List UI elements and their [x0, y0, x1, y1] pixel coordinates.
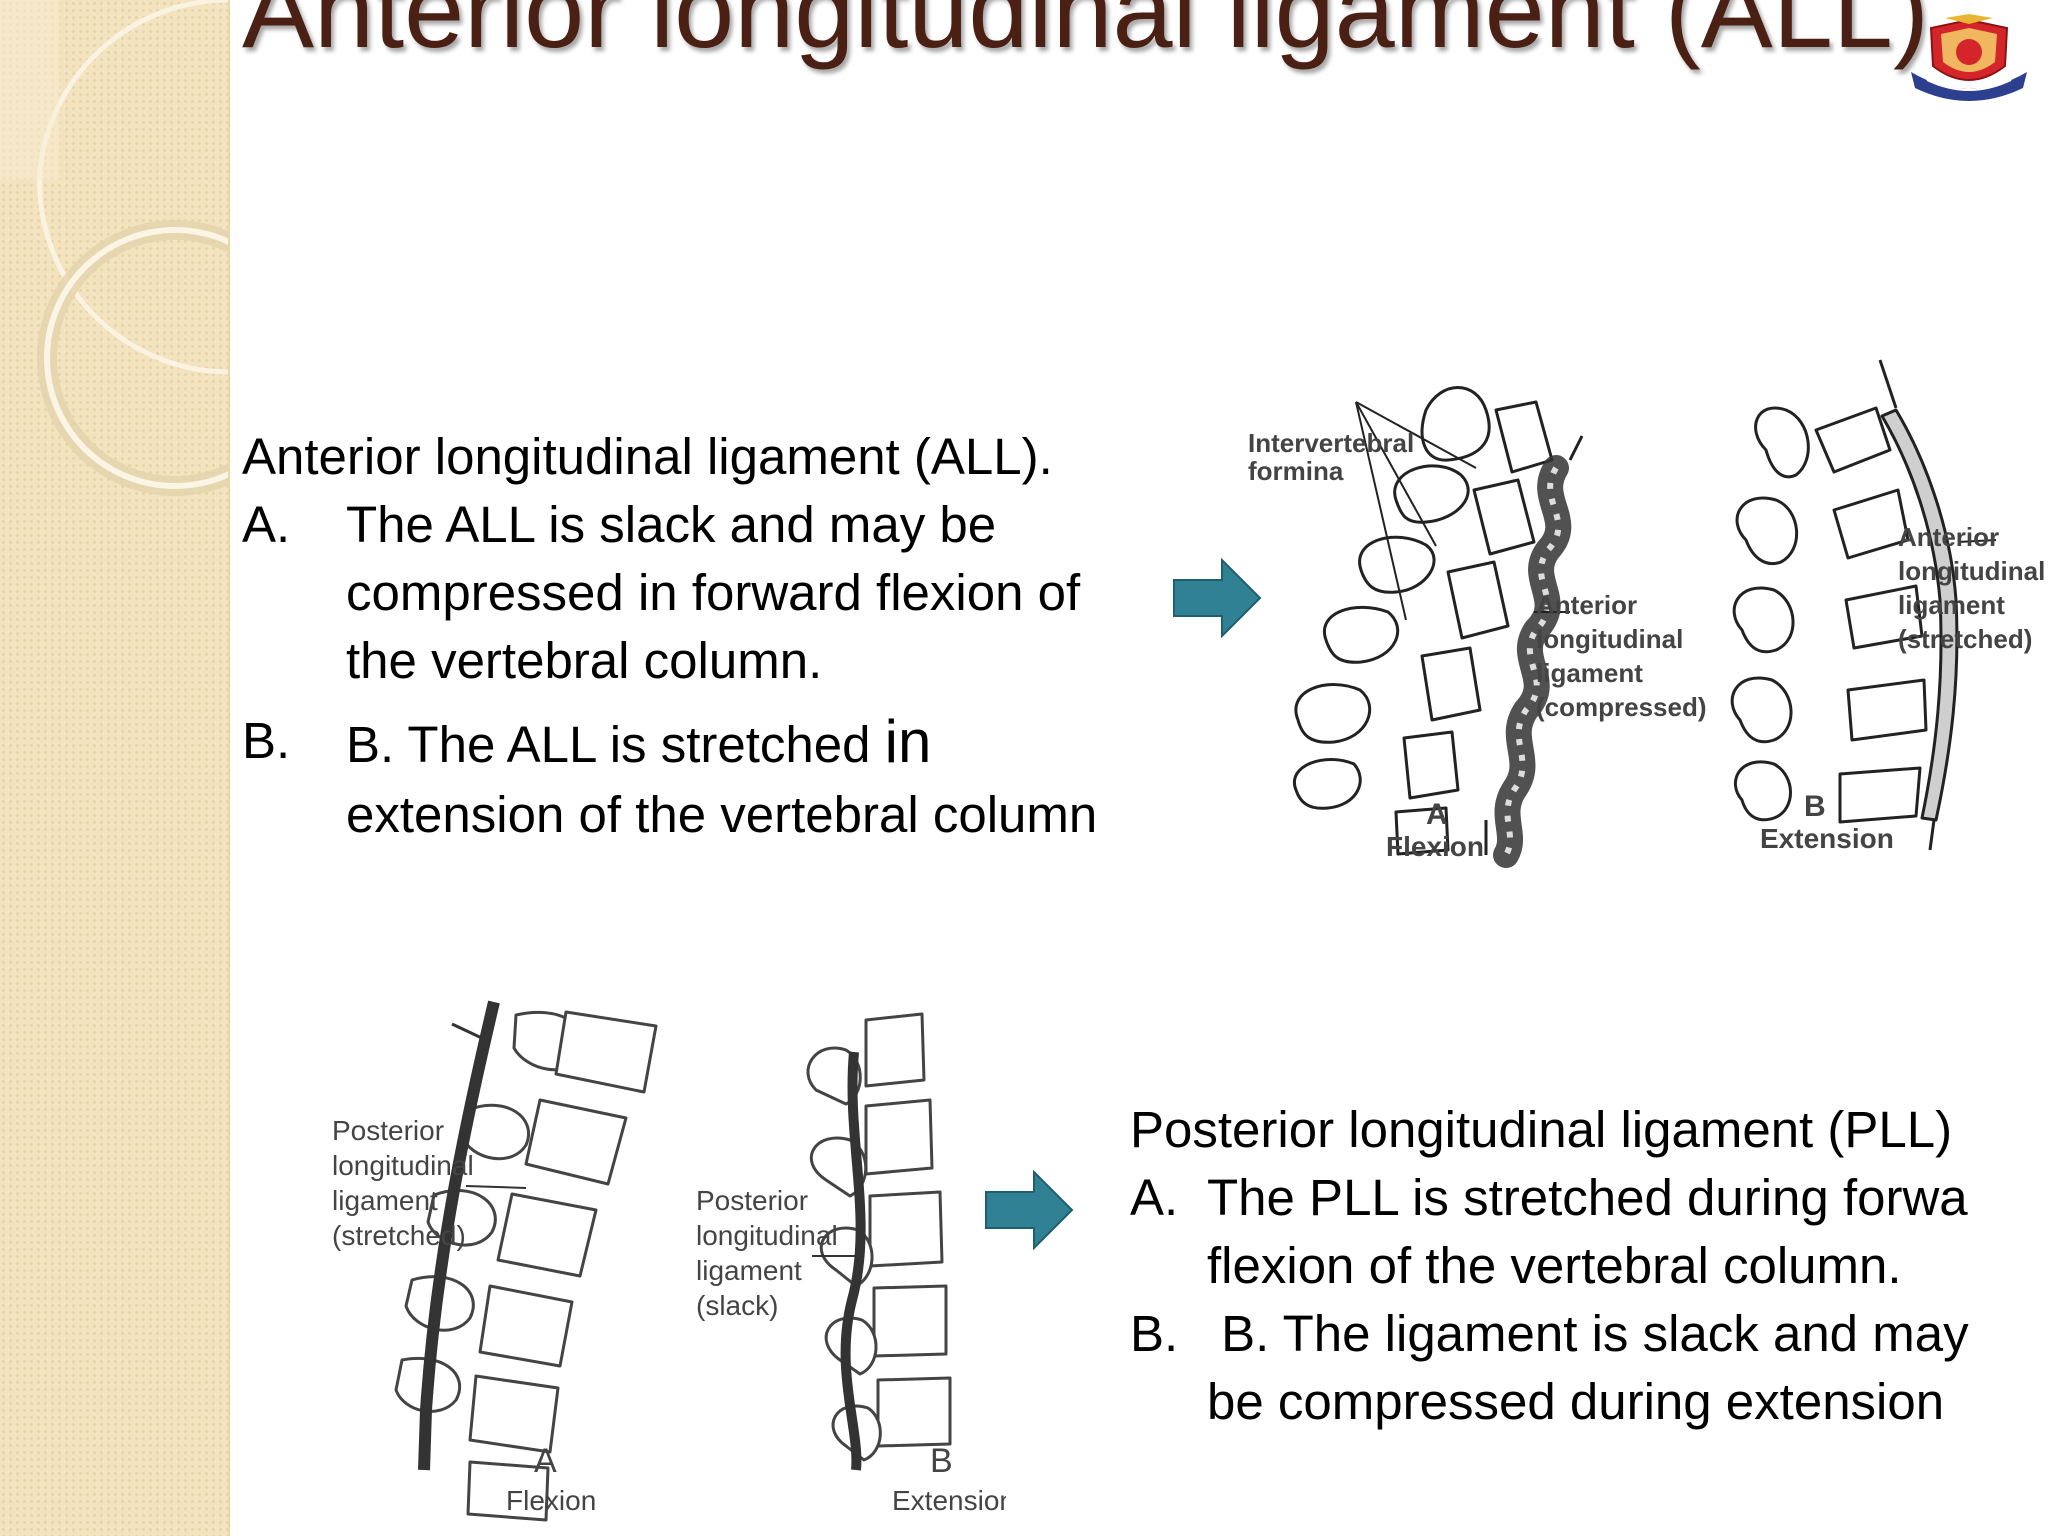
emphasized-word: in — [884, 708, 932, 775]
label-all-stretched: Anterior — [1898, 522, 1999, 552]
list-marker: B. — [242, 712, 291, 769]
slide-title: Anterior longitudinal ligament (ALL). — [242, 0, 1959, 70]
text-segment: B. The ALL is stretched — [346, 716, 885, 773]
list-item: A. The PLL is stretched during forwa fle… — [1130, 1164, 2048, 1300]
pll-flexion-extension-figure: Posterior longitudinal ligament (stretch… — [332, 1000, 1006, 1522]
list-marker: A. — [1130, 1169, 1179, 1226]
decorative-sidebar — [0, 0, 230, 1536]
text-segment: extension of the vertebral column — [346, 786, 1098, 843]
label-pll-slack: Posterior — [696, 1185, 808, 1216]
list-item: B. B. The ligament is slack and may be c… — [1130, 1300, 2048, 1436]
label-foramina: formina — [1248, 456, 1344, 486]
list-item-line: be compressed during extension — [1207, 1373, 1945, 1430]
list-item-line: The PLL is stretched during forwa — [1207, 1169, 1968, 1226]
list-item-text: The PLL is stretched during forwa flexio… — [1207, 1164, 2048, 1300]
pll-heading: Posterior longitudinal ligament (PLL) — [1130, 1101, 1953, 1158]
label-all-compressed: ligament — [1536, 658, 1643, 688]
label-pll-stretched: (stretched) — [332, 1220, 466, 1251]
panel-a-name: Flexion — [1386, 831, 1484, 862]
label-pll-stretched: longitudinal — [332, 1150, 474, 1181]
label-all-compressed: (compressed) — [1536, 692, 1707, 722]
panel-a-name: Flexion — [506, 1485, 596, 1516]
institution-logo — [1911, 14, 2027, 101]
list-marker: B. — [1130, 1305, 1179, 1362]
list-item: A. The ALL is slack and may be compresse… — [242, 491, 1162, 695]
list-item-text: The ALL is slack and may be compressed i… — [346, 496, 1081, 689]
panel-a-letter: A — [1426, 798, 1448, 831]
pll-description: Posterior longitudinal ligament (PLL) A.… — [1130, 1096, 2048, 1436]
label-pll-stretched: ligament — [332, 1185, 438, 1216]
label-all-compressed: longitudinal — [1536, 624, 1683, 654]
decorative-rings — [0, 0, 228, 496]
arrow-right-icon — [985, 1169, 1074, 1251]
all-flexion-extension-figure: Intervertebral formina Anterior longitud… — [1248, 359, 2045, 868]
label-pll-stretched: Posterior — [332, 1115, 444, 1146]
label-foramina: Intervertebral — [1248, 428, 1414, 458]
panel-b-name: Extension — [892, 1485, 1006, 1516]
label-all-stretched: longitudinal — [1898, 556, 2045, 586]
list-item: B. B. The ALL is stretched in extension … — [242, 707, 1162, 850]
label-pll-slack: longitudinal — [696, 1220, 838, 1251]
label-pll-slack: ligament — [696, 1255, 802, 1286]
arrow-right-icon — [1173, 557, 1262, 639]
list-item-line: flexion of the vertebral column. — [1207, 1237, 1902, 1294]
panel-a-letter: A — [534, 1442, 557, 1480]
panel-b-letter: B — [1804, 790, 1826, 823]
list-item-line: B. The ligament is slack and may — [1207, 1305, 1969, 1362]
list-marker: A. — [242, 496, 291, 553]
label-all-stretched: (stretched) — [1898, 624, 2032, 654]
panel-b-letter: B — [930, 1442, 953, 1480]
all-heading: Anterior longitudinal ligament (ALL). — [242, 428, 1053, 485]
label-all-compressed: Anterior — [1536, 590, 1637, 620]
all-description: Anterior longitudinal ligament (ALL). A.… — [242, 423, 1162, 850]
list-item-text: B. The ALL is stretched in extension of … — [346, 707, 1162, 850]
panel-b-name: Extension — [1760, 823, 1894, 854]
list-item-text: B. The ligament is slack and may be comp… — [1207, 1300, 2048, 1436]
label-pll-slack: (slack) — [696, 1290, 778, 1321]
label-all-stretched: ligament — [1898, 590, 2005, 620]
